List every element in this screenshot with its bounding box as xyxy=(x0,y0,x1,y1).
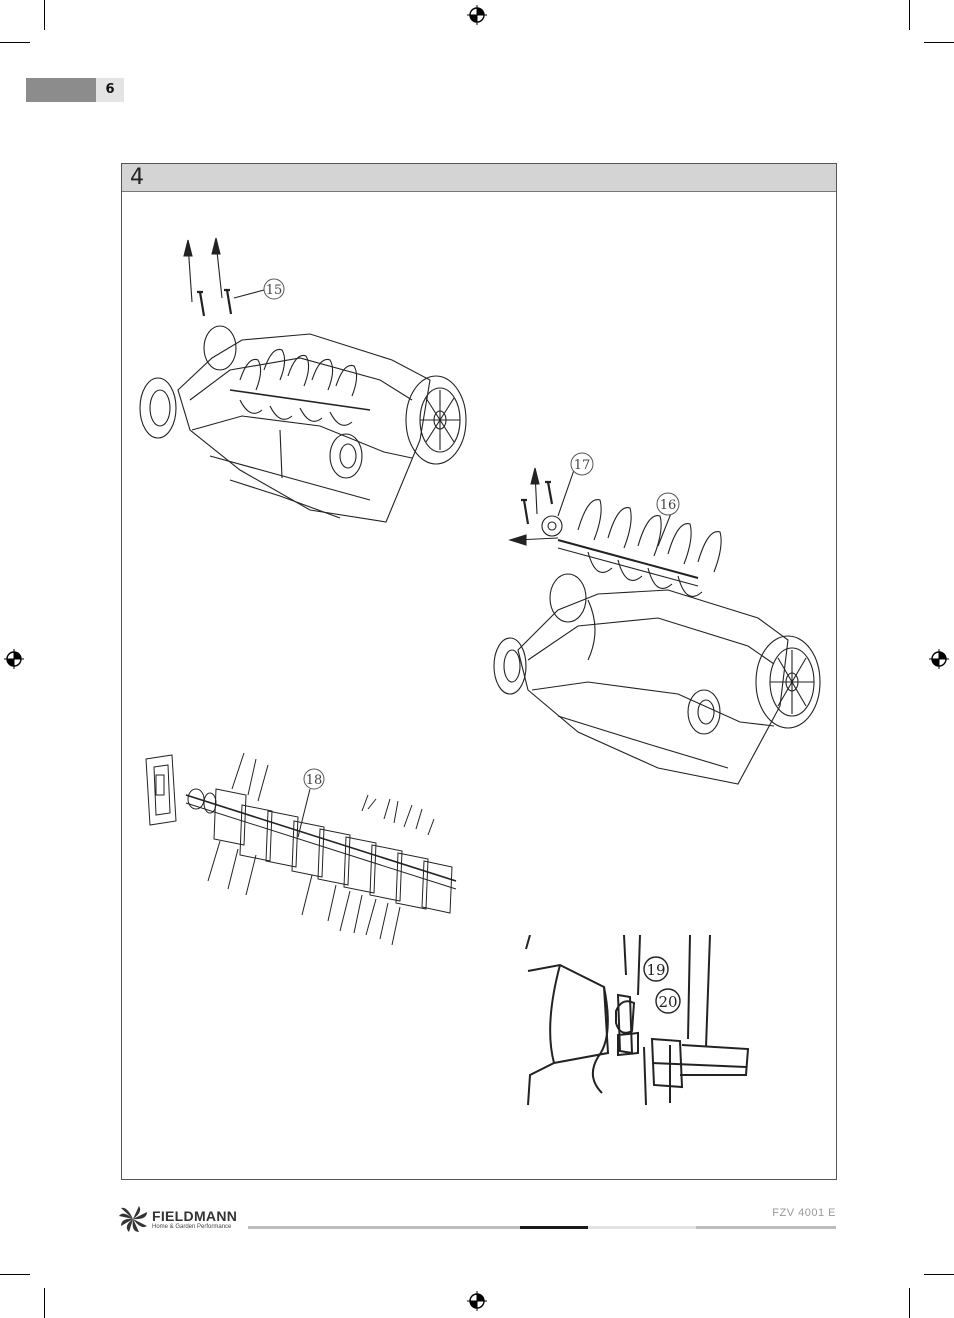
figure-frame: 4 xyxy=(121,163,837,1180)
label-16: 16 xyxy=(660,498,677,513)
section-number: 4 xyxy=(130,165,144,190)
label-17: 17 xyxy=(574,458,591,473)
model-number: FZV 4001 E xyxy=(772,1207,836,1219)
brand-tagline: Home & Garden Performance xyxy=(152,1224,232,1230)
figure-shaft-coupling: 19 20 xyxy=(525,935,750,1106)
page-tab xyxy=(26,78,96,102)
figure-exploded-rotor: 18 xyxy=(145,752,457,945)
page-number: 6 xyxy=(96,78,124,102)
label-19: 19 xyxy=(646,961,665,979)
registration-mark-icon-left xyxy=(4,649,24,669)
figure-rotor-removal: 17 16 xyxy=(493,452,821,785)
brand-name: FIELDMANN xyxy=(152,1208,238,1224)
registration-mark-icon-top xyxy=(467,5,487,25)
registration-mark-icon-bottom xyxy=(467,1291,487,1311)
registration-mark-icon-right xyxy=(929,649,949,669)
label-15: 15 xyxy=(266,283,283,298)
label-20: 20 xyxy=(658,993,677,1011)
section-header: 4 xyxy=(122,164,836,192)
fieldmann-logo-icon xyxy=(119,1206,147,1232)
figure-housing-screws: 15 xyxy=(139,237,467,523)
label-18: 18 xyxy=(306,773,323,788)
